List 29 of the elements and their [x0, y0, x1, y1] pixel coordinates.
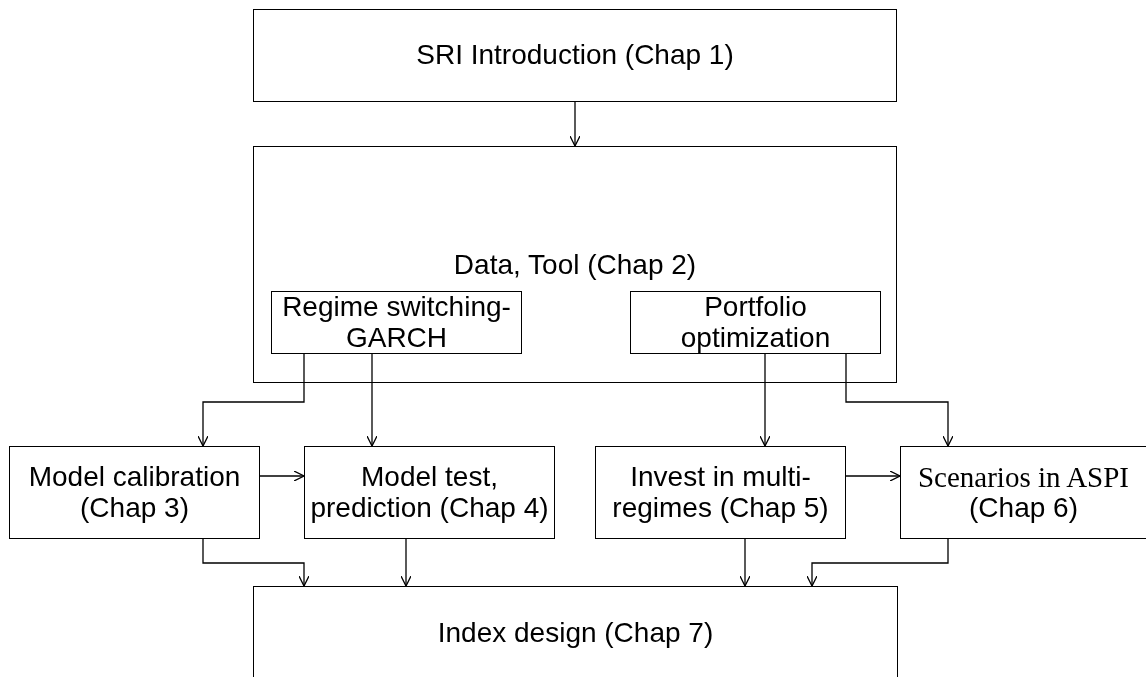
arrow [259, 470, 305, 482]
box-label: Portfolio optimization [679, 292, 832, 353]
arrow [202, 538, 310, 587]
box-label: SRI Introduction (Chap 1) [416, 40, 734, 71]
arrow [366, 352, 378, 447]
box-label: Scenarios in ASPI [917, 461, 1130, 494]
process-box [630, 291, 881, 354]
box-label: (Chap 6) [969, 493, 1078, 524]
arrow [739, 538, 751, 587]
box-label: Index design (Chap 7) [437, 618, 714, 649]
process-box [595, 446, 846, 539]
process-box [900, 446, 1146, 539]
arrow [845, 470, 901, 482]
arrow [197, 352, 305, 447]
box-label: Invest in multi-regimes (Chap 5) [611, 462, 830, 523]
arrow [759, 352, 771, 447]
arrow [806, 538, 949, 587]
process-box [253, 9, 897, 102]
process-box [253, 146, 897, 383]
arrow [569, 101, 581, 147]
box-label: Model calibration (Chap 3) [27, 462, 242, 523]
arrow [845, 352, 954, 447]
box-label: Data, Tool (Chap 2) [453, 250, 697, 281]
process-box [9, 446, 260, 539]
process-box [304, 446, 555, 539]
box-label: Regime switching-GARCH [281, 292, 512, 353]
process-box [253, 586, 898, 677]
box-label: Model test, prediction (Chap 4) [309, 462, 550, 523]
arrow [400, 538, 412, 587]
